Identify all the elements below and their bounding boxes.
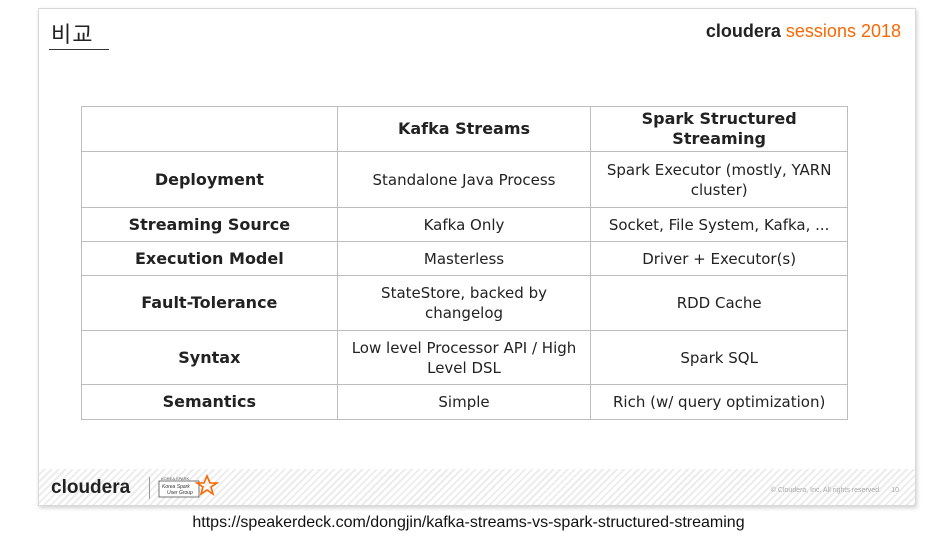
table-cell: Standalone Java Process (336, 151, 592, 208)
table-row: Semantics Simple Rich (w/ query optimiza… (81, 384, 848, 420)
table-row: Fault-Tolerance StateStore, backed by ch… (81, 275, 848, 331)
header-cell-kafka-streams: Kafka Streams (336, 106, 592, 152)
table-header-row: Kafka Streams Spark Structured Streaming (81, 106, 848, 152)
korea-spark-user-group-logo: KOREA SPARK Korea Spark User Group (157, 473, 220, 500)
brand-top-bold: cloudera (705, 21, 781, 41)
table-cell: Spark SQL (590, 330, 848, 385)
copyright: © Cloudera, Inc. All rights reserved. (770, 487, 881, 494)
row-header: Execution Model (81, 241, 338, 276)
table-cell: Rich (w/ query optimization) (590, 384, 848, 420)
row-header: Fault-Tolerance (81, 275, 338, 331)
header-cell-spark-structured-streaming: Spark Structured Streaming (590, 106, 848, 152)
logo-divider (149, 477, 150, 499)
comparison-table: Kafka Streams Spark Structured Streaming… (81, 106, 848, 420)
table-cell: Low level Processor API / High Level DSL (336, 330, 592, 385)
slide: 비교 cloudera sessions 2018 Kafka Streams … (38, 8, 916, 506)
cloudera-sessions-logo: cloudera sessions 2018 (706, 21, 901, 42)
slide-title: 비교 (51, 23, 94, 48)
brand-top-light: sessions 2018 (785, 21, 901, 41)
cloudera-logo: cloudera (51, 477, 131, 498)
korea-spark-logo-icon: KOREA SPARK Korea Spark User Group (158, 473, 220, 498)
table-cell: StateStore, backed by changelog (336, 275, 592, 331)
table-row: Execution Model Masterless Driver + Exec… (81, 241, 848, 276)
table-row: Deployment Standalone Java Process Spark… (81, 151, 848, 208)
source-url: https://speakerdeck.com/dongjin/kafka-st… (192, 514, 745, 531)
logo-small-text-3: User Group (167, 490, 193, 496)
row-header: Streaming Source (81, 207, 338, 242)
row-header: Syntax (81, 330, 338, 385)
logo-small-text-2: Korea Spark (162, 484, 190, 490)
row-header: Semantics (81, 384, 338, 420)
header-cell-empty (81, 106, 338, 152)
page-number: 10 (891, 487, 899, 494)
table-cell: RDD Cache (590, 275, 848, 331)
table-cell: Kafka Only (336, 207, 592, 242)
table-cell: Socket, File System, Kafka, ... (590, 207, 848, 242)
table-row: Streaming Source Kafka Only Socket, File… (81, 207, 848, 242)
table-cell: Spark Executor (mostly, YARN cluster) (590, 151, 848, 208)
row-header: Deployment (81, 151, 338, 208)
logo-small-text-1: KOREA SPARK (161, 476, 189, 481)
table-cell: Masterless (336, 241, 592, 276)
table-cell: Simple (336, 384, 592, 420)
table-cell: Driver + Executor(s) (590, 241, 848, 276)
title-underline (49, 49, 109, 50)
table-row: Syntax Low level Processor API / High Le… (81, 330, 848, 385)
